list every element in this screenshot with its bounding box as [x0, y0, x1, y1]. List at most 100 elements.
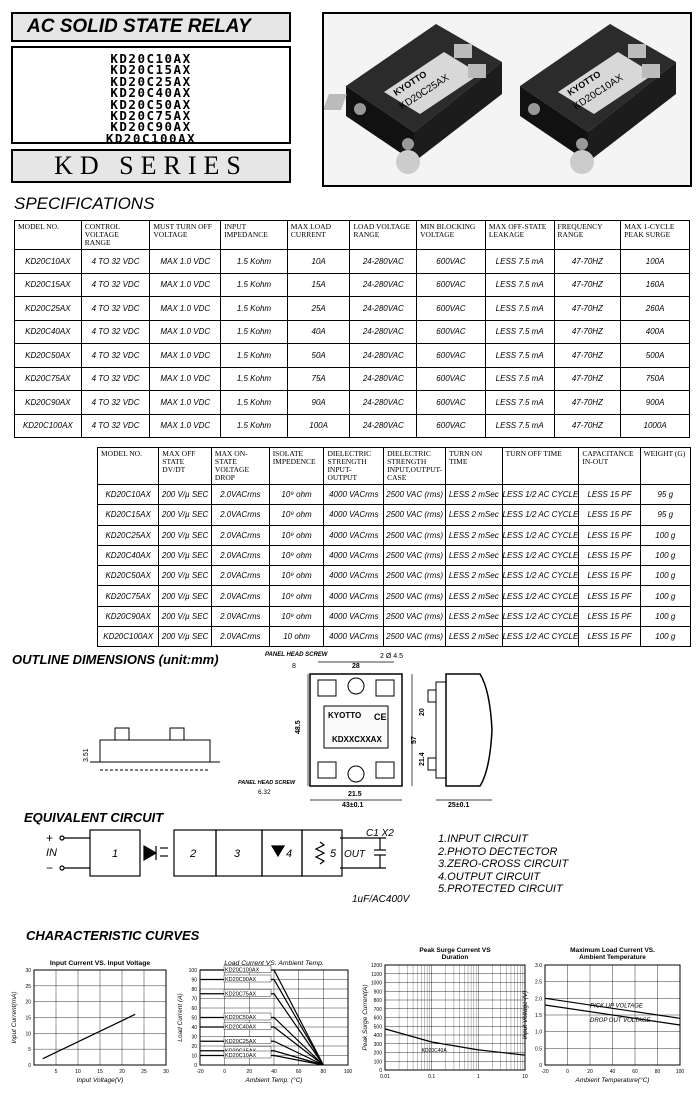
- dim-20: 20: [419, 708, 426, 716]
- block-3-label: 3: [234, 848, 241, 860]
- x-axis-label: Input Voltage(V): [77, 1077, 124, 1084]
- table-cell: LESS 1/2 AC CYCLE: [501, 544, 580, 567]
- series-label: KD20C50AX: [225, 1015, 257, 1021]
- table-cell: 10⁹ ohm: [268, 565, 325, 587]
- table-cell: KD20C15AX: [14, 272, 82, 297]
- table-cell: 900A: [620, 390, 690, 415]
- side-profile: [90, 727, 220, 771]
- column-header: MUST TURN OFF VOLTAGE: [149, 220, 222, 250]
- equivalent-circuit: + IN − 1 2 3 4 5 OUT C1 X2 1uF/AC400V: [46, 828, 411, 905]
- table-cell: 600VAC: [416, 272, 486, 297]
- table-cell: LESS 2 mSec: [445, 483, 503, 506]
- x-tick-label: 60: [296, 1069, 302, 1075]
- x-tick-label: 5: [55, 1069, 58, 1075]
- series-line: [384, 1028, 526, 1056]
- table-cell: 2500 VAC (rms): [383, 524, 447, 546]
- table-cell: 200 V/µ SEC: [158, 605, 212, 628]
- model-item: KD20C40AX: [110, 85, 192, 101]
- column-header: TURN OFF TIME: [501, 447, 580, 485]
- y-tick-label: 0: [28, 1063, 31, 1069]
- block-4: [261, 829, 303, 877]
- dim-43: 43±0.1: [342, 802, 363, 809]
- x-tick-label: 30: [163, 1069, 169, 1075]
- table-cell: 600VAC: [416, 366, 486, 391]
- circuit-legend: 1.INPUT CIRCUIT 2.PHOTO DECTECTOR 3.ZERO…: [438, 833, 568, 896]
- table-cell: 200 V/µ SEC: [158, 626, 212, 648]
- table-cell: MAX 1.0 VDC: [149, 390, 222, 415]
- table-cell: 200 V/µ SEC: [158, 565, 212, 587]
- dim-57: 57: [411, 736, 418, 744]
- y-tick-label: 50: [191, 1016, 197, 1022]
- plus-sign: +: [46, 831, 53, 845]
- table-cell: 47-70HZ: [553, 390, 622, 415]
- table-cell: 2.0VACrms: [210, 565, 270, 587]
- column-header: DIELECTRIC STRENGTH INPUT-OUTPUT: [323, 447, 385, 485]
- table-cell: LESS 7.5 mA: [484, 343, 555, 368]
- table-cell: 600VAC: [416, 390, 486, 415]
- series-label-box: [223, 974, 272, 983]
- model-list: KD20C10AX KD20C15AX KD20C25AX KD20C40AX …: [11, 46, 291, 145]
- x-tick-label: 10: [75, 1069, 81, 1075]
- table-cell: LESS 2 mSec: [445, 544, 503, 567]
- table-cell: 2.0VACrms: [210, 626, 270, 648]
- table-cell: KD20C50AX: [96, 565, 160, 587]
- series-label: KD20C90AX: [225, 977, 257, 983]
- y-tick-label: 800: [374, 998, 383, 1004]
- table-cell: 200 V/µ SEC: [158, 504, 212, 526]
- series-label: PICK UP VOLTAGE: [590, 1003, 644, 1009]
- table-cell: 47-70HZ: [553, 296, 622, 321]
- table-cell: MAX 1.0 VDC: [149, 343, 222, 368]
- series-label-box: [223, 1050, 272, 1059]
- y-tick-label: 30: [25, 968, 31, 974]
- table-cell: 2500 VAC (rms): [383, 585, 447, 607]
- y-tick-label: 1100: [371, 972, 382, 978]
- table-cell: KD20C90AX: [14, 390, 82, 415]
- y-tick-label: 0: [539, 1063, 542, 1069]
- table-cell: 4000 VACrms: [323, 605, 385, 628]
- table-cell: LESS 2 mSec: [445, 504, 503, 526]
- y-tick-label: 3.0: [535, 963, 542, 969]
- minus-sign: −: [46, 861, 53, 875]
- y-axis-label: Input Current(mA): [11, 991, 18, 1043]
- table-cell: 47-70HZ: [553, 413, 622, 438]
- model-item: KD20C25AX: [110, 73, 192, 89]
- table-cell: 4 TO 32 VDC: [80, 249, 151, 274]
- series-title: KD SERIES: [11, 149, 291, 183]
- table-cell: 4 TO 32 VDC: [80, 272, 151, 297]
- outline-brand: KYOTTO: [328, 711, 361, 720]
- table-cell: 24-280VAC: [349, 249, 418, 274]
- column-header: LOAD VOLTAGE RANGE: [349, 220, 418, 250]
- x-axis-label: Ambient Temp. (°C): [245, 1076, 303, 1084]
- side-view: [427, 673, 493, 801]
- series-label: KD20C10AX: [225, 1053, 257, 1059]
- x-tick-label: 80: [655, 1069, 661, 1075]
- table-cell: 10⁹ ohm: [268, 585, 325, 607]
- column-header: ISOLATE IMPEDENCE: [268, 447, 325, 485]
- y-tick-label: 0: [194, 1063, 197, 1069]
- table-cell: 47-70HZ: [553, 249, 622, 274]
- column-header: MAX OFF STATE dv/dt: [158, 447, 212, 485]
- table-cell: 24-280VAC: [349, 343, 418, 368]
- table-cell: 200 V/µ SEC: [158, 483, 212, 506]
- table-cell: LESS 15 PF: [578, 605, 641, 628]
- series-label: KD20C40A: [422, 1048, 448, 1054]
- table-cell: KD20C10AX: [14, 249, 82, 274]
- ce-mark: CE: [374, 712, 387, 722]
- table-cell: LESS 1/2 AC CYCLE: [501, 565, 580, 587]
- x-tick-label: 100: [676, 1069, 685, 1075]
- table-cell: 47-70HZ: [553, 272, 622, 297]
- table-cell: KD20C40AX: [96, 544, 160, 567]
- x-tick-label: 15: [97, 1069, 103, 1075]
- panel-head-screw-label: PANEL HEAD SCREW: [265, 652, 329, 658]
- table-cell: 2500 VAC (rms): [383, 565, 447, 587]
- x-tick-label: -20: [196, 1069, 203, 1075]
- table-cell: 95 g: [639, 483, 692, 506]
- table-cell: KD20C75AX: [14, 366, 82, 391]
- column-header: CONTROL VOLTAGE RANGE: [80, 220, 151, 250]
- column-header: MAX ON-STATE VOLTAGE DROP: [210, 447, 270, 485]
- y-tick-label: 200: [374, 1051, 383, 1057]
- y-tick-label: 500: [374, 1024, 383, 1030]
